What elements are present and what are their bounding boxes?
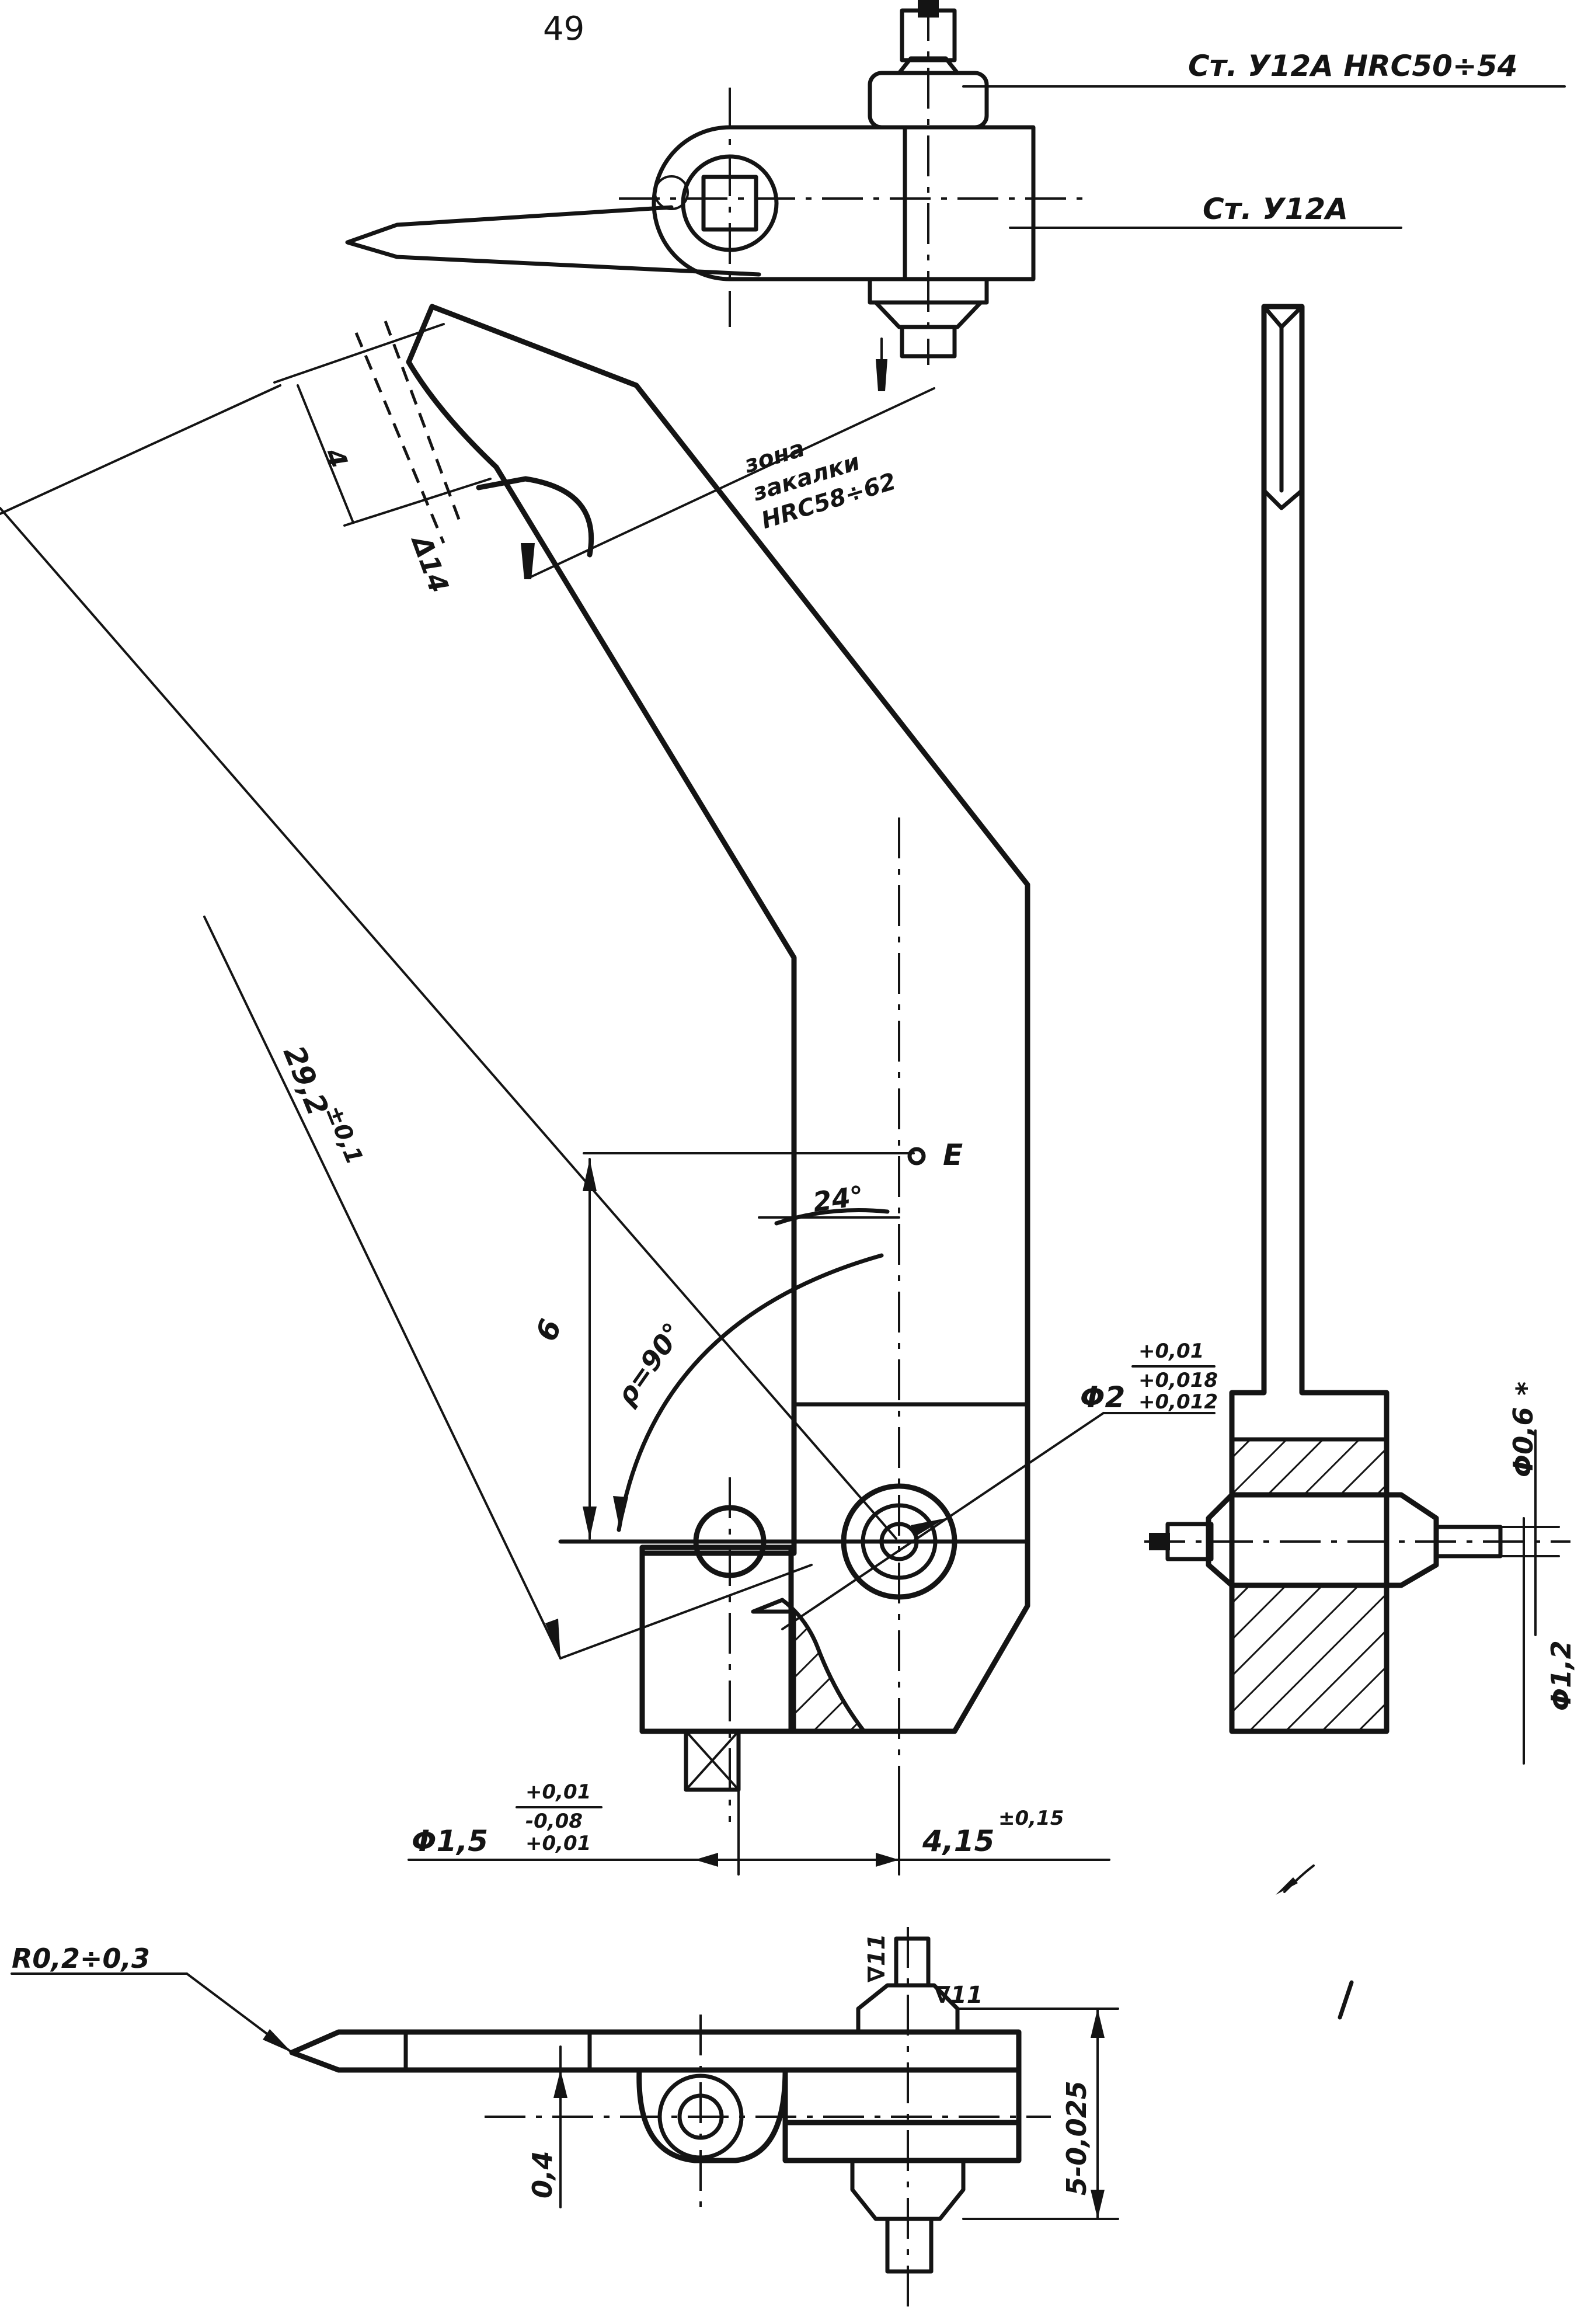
radius-90-label: ρ=90° [610, 1317, 689, 1411]
top-view-block [903, 125, 1036, 281]
hardening-zone-tick-marker [876, 359, 887, 391]
side-view [1144, 304, 1570, 1765]
stray-mark-a [1283, 1864, 1315, 1893]
top-view-pin-hole [654, 175, 689, 210]
pin-holder-section [751, 1598, 866, 1734]
dim-0-4-label: 0,4 [527, 2151, 558, 2199]
dim-4-15-arrow-left [695, 1853, 718, 1867]
lever-hardening-boundary [476, 476, 594, 558]
dim-4-dashed-b [384, 321, 463, 526]
dim-5-arrow-top [1091, 2009, 1105, 2038]
radius-arc-arrow [613, 1496, 628, 1531]
bottom-view-axle-tip [894, 1936, 931, 1988]
hardening-zone-leader [527, 387, 935, 579]
top-view-hub [652, 125, 1030, 281]
side-view-outline [1229, 304, 1390, 1734]
dim-0-4-arrow [553, 2070, 567, 2098]
phi1-5-label: Φ1,5 [412, 1824, 488, 1858]
phi-0-6-label: Φ0,6 [1507, 1407, 1539, 1477]
dim-6-arrow-top [583, 1159, 597, 1191]
phi1-5-tol-a: +0,01 [525, 1780, 591, 1804]
point-e-marker [907, 1147, 926, 1166]
phi2-label: Φ2 [1080, 1380, 1125, 1414]
r-leader-arrow [263, 2029, 292, 2052]
material-top-label: Ст. У12А HRC50÷54 [1188, 49, 1517, 83]
dim-5-arrow-bottom [1091, 2190, 1105, 2219]
page-number: 49 [543, 10, 584, 48]
roughness-a-label: ∇11 [863, 1933, 890, 1982]
side-view-axle [1206, 1492, 1439, 1588]
phi-1-2-label: Φ1,2 [1545, 1640, 1577, 1711]
bottom-view [11, 1927, 1119, 2312]
dim-29-2-label: 29,2 [277, 1041, 335, 1121]
radius-arc [617, 1253, 884, 1532]
dim-4-dashed-a [354, 332, 445, 544]
stray-mark-b [1338, 1980, 1354, 2020]
dim-4-ext-lower [343, 478, 492, 527]
main-lever [0, 304, 1030, 1822]
dim-4-15-label: 4,15 [922, 1824, 994, 1858]
angle-24-arc [774, 1208, 890, 1226]
phi-0-6-mark: * [1510, 1382, 1542, 1396]
side-view-top-bevel [1262, 304, 1304, 329]
dim-29-2-arrow [545, 1619, 560, 1658]
lever-outline [406, 304, 1030, 1734]
dimension-4 [0, 321, 492, 544]
hardening-zone-marker [521, 543, 535, 579]
phi2-leader [781, 1412, 1105, 1630]
point-e-label: E [943, 1138, 963, 1172]
angle-24-label: 24° [811, 1180, 866, 1218]
dim-4-15-arrow-right [876, 1853, 899, 1867]
side-view-section-lower [1230, 1583, 1389, 1734]
pin-stub [684, 1729, 741, 1792]
r-0-2-label: R0,2÷0,3 [12, 1943, 150, 1974]
top-view-arm [345, 205, 761, 277]
dim-4-ext-upper [273, 323, 445, 384]
bottom-view-axle-lower-tip [885, 2217, 934, 2274]
material-mid-label: Ст. У12А [1203, 192, 1348, 226]
dim-4-long-leader [0, 384, 281, 515]
stray-mark-a-tip [1276, 1877, 1298, 1895]
phi1-5-tol-c: +0,01 [525, 1832, 591, 1855]
dim-4-15-tolerance: ±0,15 [998, 1807, 1064, 1830]
dim-a14-label: Δ14 [405, 530, 455, 597]
dim-29-2-line [203, 916, 562, 1659]
side-view-groove-end [1262, 488, 1304, 510]
dim-29-2-tolerance: ±0,1 [320, 1102, 368, 1168]
dim-5-label: 5-0,025 [1061, 2081, 1092, 2196]
dim-6-arrow-bottom [583, 1507, 597, 1539]
bottom-view-block [782, 2067, 1022, 2163]
roughness-b-label: ∇11 [934, 1982, 983, 2009]
bottom-view-arm [289, 2029, 1022, 2125]
phi2-tol-b: +0,018 [1138, 1369, 1218, 1392]
reference-line-pivot [0, 507, 897, 1540]
dim-4-line [297, 384, 354, 524]
side-view-section-upper [1230, 1437, 1389, 1497]
dim-29-2-ext [559, 1564, 813, 1659]
phi1-5-tol-b: -0,08 [525, 1810, 583, 1833]
phi2-tol-c: +0,012 [1138, 1390, 1218, 1414]
phi2-tol-a: +0,01 [1138, 1340, 1204, 1363]
dim-6-label: 6 [530, 1315, 568, 1346]
top-view [345, 0, 1566, 365]
phi2-arrow [911, 1518, 946, 1536]
